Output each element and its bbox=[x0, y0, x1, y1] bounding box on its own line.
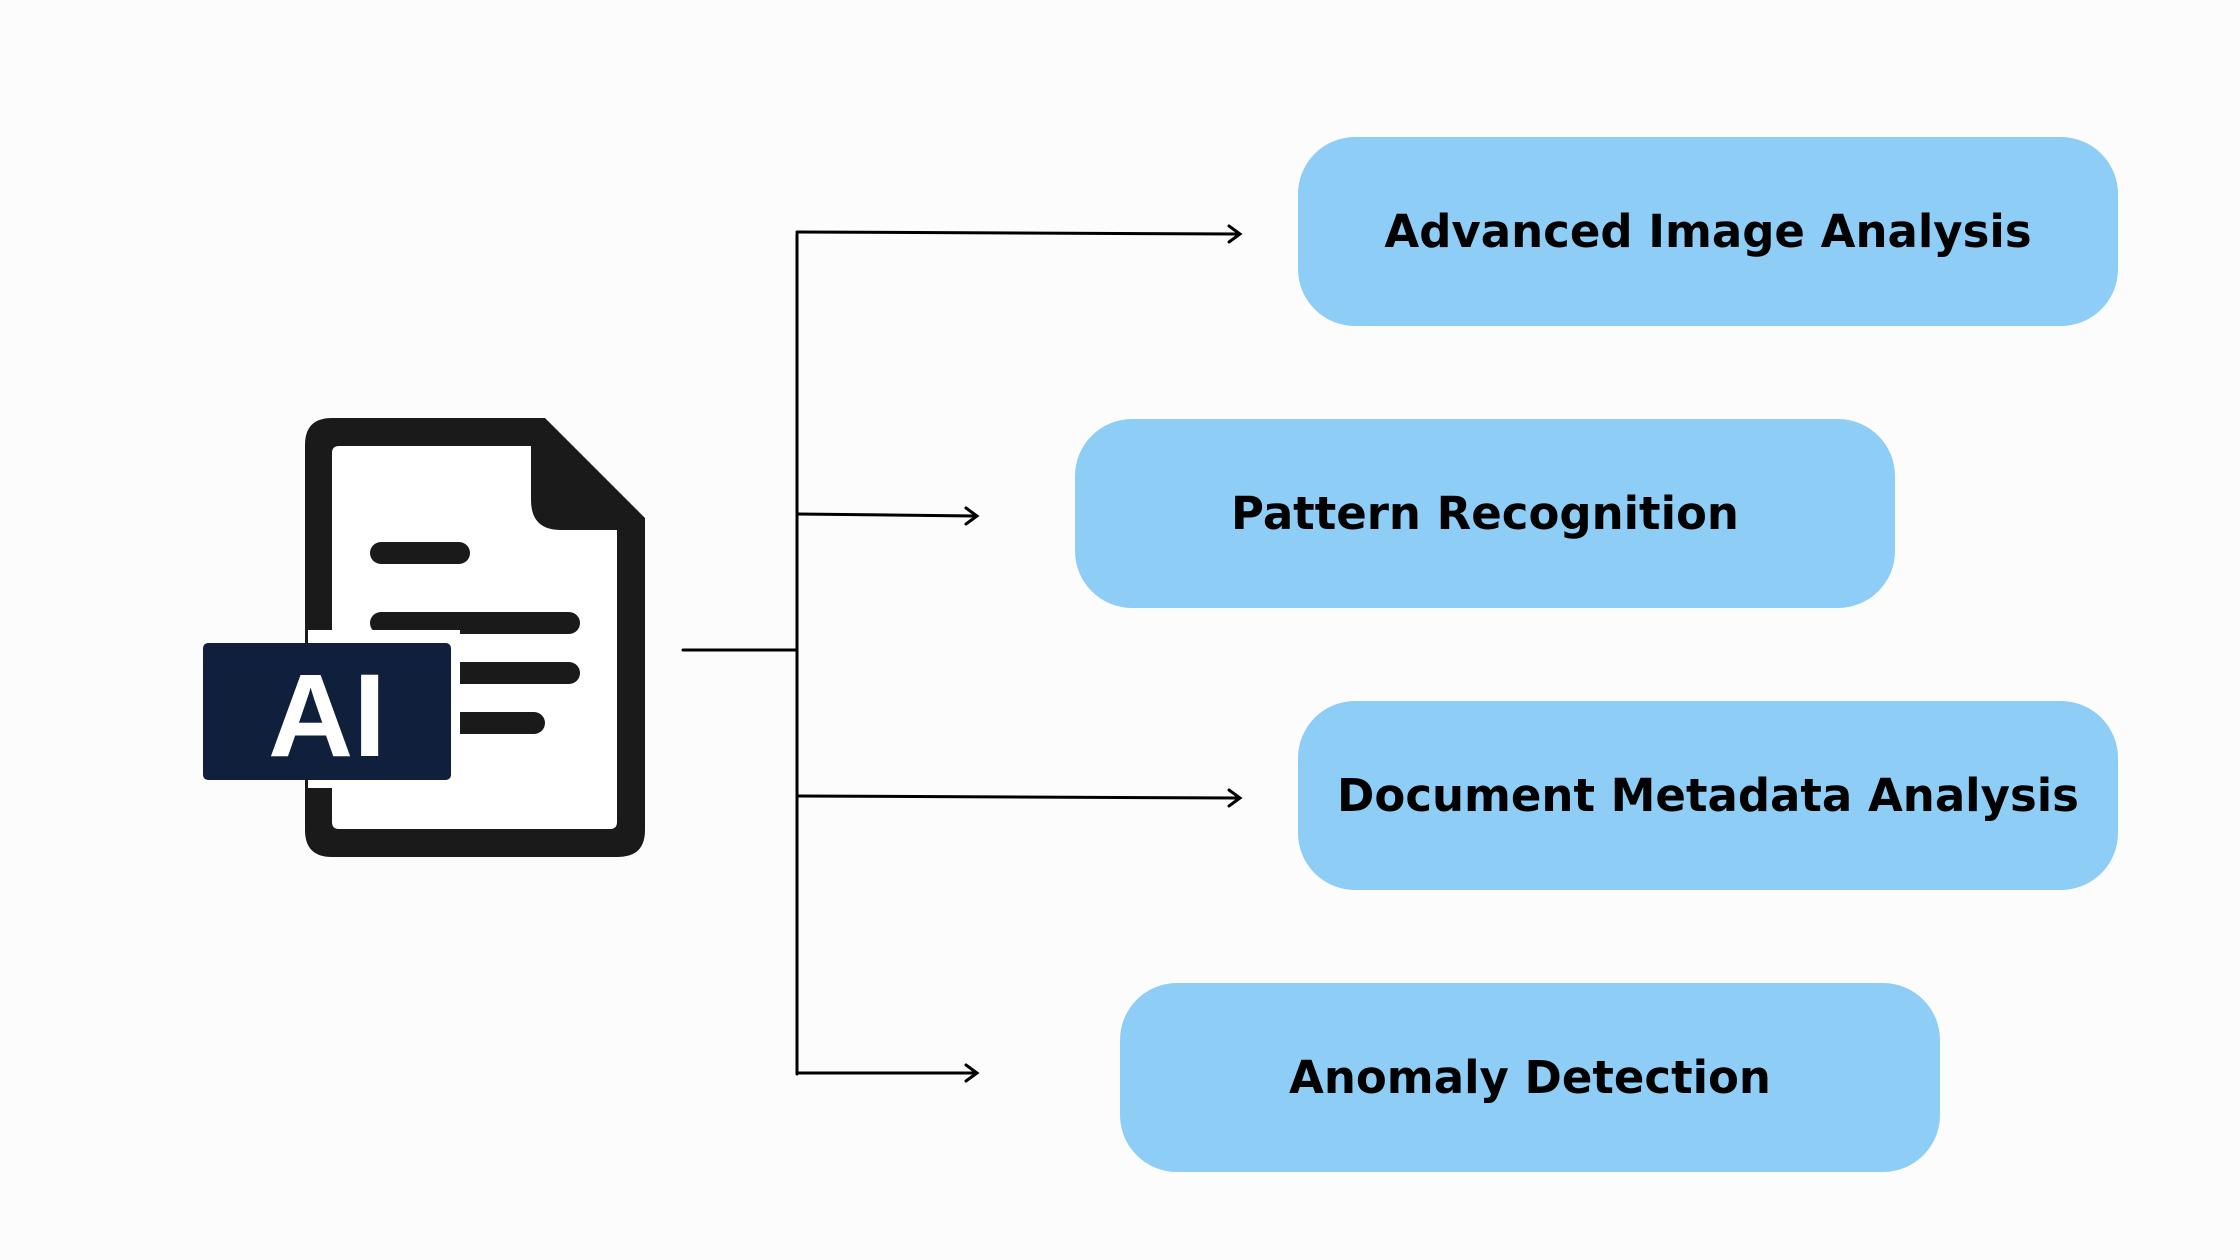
branch-label: Advanced Image Analysis bbox=[1384, 205, 2032, 258]
arrowhead-2 bbox=[964, 506, 980, 526]
branch-box-anomaly-detection: Anomaly Detection bbox=[1120, 983, 1940, 1172]
arrowhead-1 bbox=[1227, 224, 1243, 244]
document-line-1 bbox=[370, 542, 470, 564]
branch-label: Document Metadata Analysis bbox=[1337, 769, 2079, 822]
ai-document-icon: AI bbox=[203, 418, 645, 857]
branch-box-advanced-image-analysis: Advanced Image Analysis bbox=[1298, 137, 2118, 326]
branch-box-document-metadata-analysis: Document Metadata Analysis bbox=[1298, 701, 2118, 890]
ai-badge bbox=[203, 643, 451, 780]
branch-connector-1 bbox=[795, 230, 1240, 236]
ai-badge-text: AI bbox=[268, 650, 386, 782]
branch-label: Anomaly Detection bbox=[1289, 1051, 1771, 1104]
branch-connector-3 bbox=[795, 794, 1240, 800]
branch-label: Pattern Recognition bbox=[1231, 487, 1739, 540]
arrowhead-3 bbox=[1227, 788, 1243, 808]
branch-box-pattern-recognition: Pattern Recognition bbox=[1075, 419, 1895, 608]
connectors bbox=[681, 224, 1243, 1083]
document-line-2 bbox=[370, 612, 580, 634]
branch-connector-2 bbox=[795, 512, 977, 518]
arrowhead-4 bbox=[964, 1063, 980, 1083]
